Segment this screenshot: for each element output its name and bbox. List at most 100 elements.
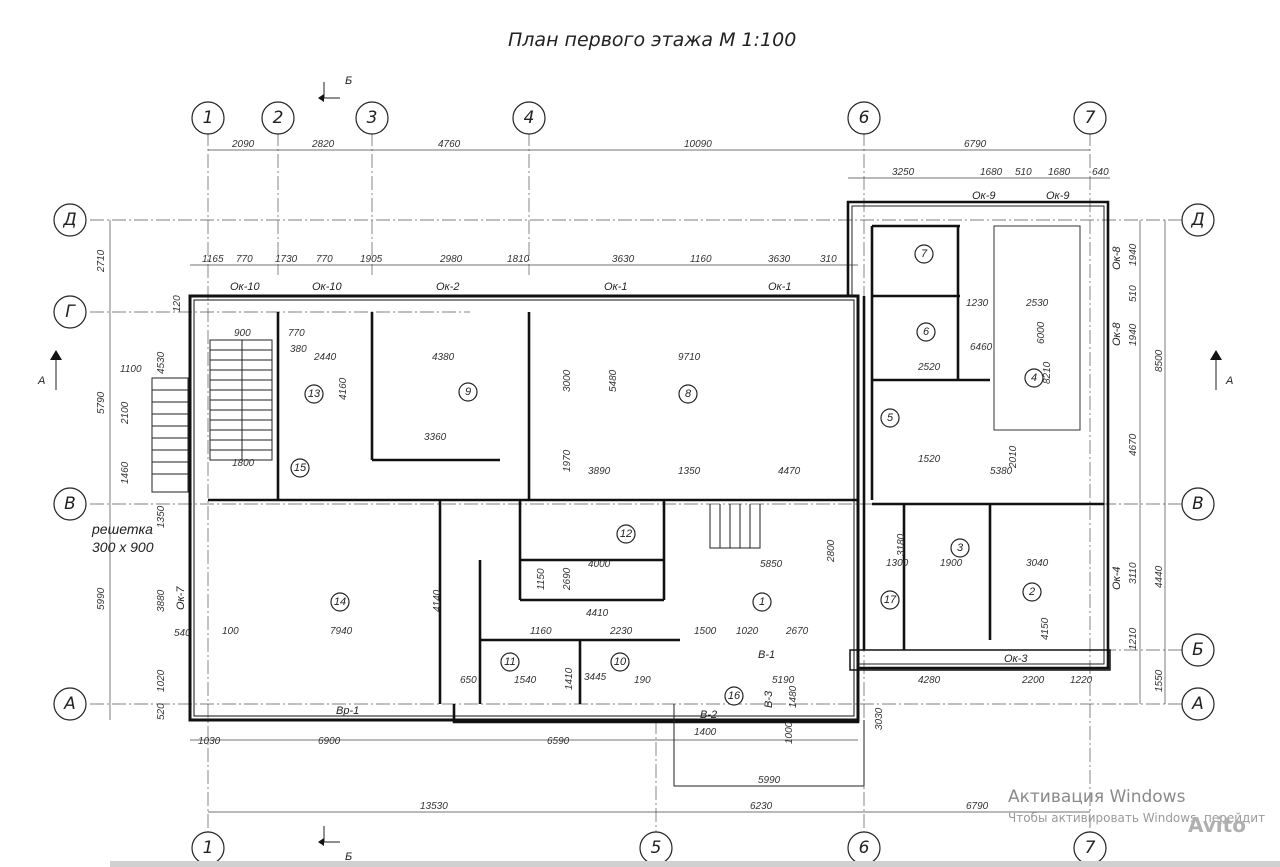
svg-text:5990: 5990 [758, 775, 781, 786]
svg-text:1410: 1410 [564, 667, 575, 690]
svg-text:100: 100 [222, 626, 239, 637]
svg-text:5380: 5380 [990, 466, 1013, 477]
svg-text:6: 6 [923, 326, 930, 338]
svg-text:1030: 1030 [198, 736, 221, 747]
window-label: Ок-10 [312, 281, 343, 293]
room-9: 9 [458, 382, 478, 402]
svg-text:Активация Windows: Активация Windows [1008, 787, 1186, 807]
window-labels: Ок-10 Ок-10 Ок-2 Ок-1 Ок-1 Ок-9 Ок-9 Ок-… [175, 190, 1123, 721]
svg-text:1900: 1900 [940, 558, 963, 569]
svg-text:520: 520 [156, 703, 167, 720]
svg-text:2: 2 [1028, 586, 1035, 598]
svg-text:В: В [64, 494, 76, 514]
room-16: 16 [724, 686, 744, 706]
dimension-labels-top: 2090 2820 4760 10090 6790 3250 1680 510 … [202, 139, 1109, 265]
svg-text:5850: 5850 [760, 559, 783, 570]
svg-text:4140: 4140 [432, 589, 443, 612]
svg-text:4440: 4440 [1154, 565, 1165, 588]
svg-text:310: 310 [820, 254, 837, 265]
section-markers: Б Б А А [37, 75, 1233, 863]
axis-right-v: В [1181, 487, 1215, 521]
svg-text:1970: 1970 [562, 449, 573, 472]
room-13: 13 [304, 384, 324, 404]
svg-text:15: 15 [294, 462, 307, 474]
axis-top-4: 4 [512, 101, 546, 135]
svg-text:7: 7 [1085, 838, 1096, 858]
svg-text:2530: 2530 [1025, 298, 1049, 309]
axis-right-a: А [1181, 687, 1215, 721]
svg-text:6790: 6790 [966, 801, 989, 812]
svg-text:1940: 1940 [1128, 323, 1139, 346]
svg-text:650: 650 [460, 675, 477, 686]
room-7: 7 [914, 244, 934, 264]
section-b-top: Б [345, 75, 352, 87]
svg-text:1: 1 [759, 596, 765, 608]
right-axis-markers: Д В Б А [1181, 203, 1215, 721]
svg-text:3890: 3890 [588, 466, 611, 477]
svg-text:5480: 5480 [608, 369, 619, 392]
room-6: 6 [916, 322, 936, 342]
axis-left-a: А [53, 687, 87, 721]
room-5: 5 [880, 408, 900, 428]
svg-text:1500: 1500 [694, 626, 717, 637]
svg-text:2010: 2010 [1008, 445, 1019, 469]
svg-text:1: 1 [203, 838, 214, 858]
svg-text:1730: 1730 [275, 254, 298, 265]
svg-text:13: 13 [308, 388, 321, 400]
axis-left-d: Д [53, 203, 87, 237]
top-axis-markers: 1 2 3 4 6 7 [191, 101, 1107, 135]
svg-text:4280: 4280 [918, 675, 941, 686]
svg-text:13530: 13530 [420, 801, 448, 812]
horizontal-scrollbar[interactable] [110, 861, 1280, 867]
svg-text:6900: 6900 [318, 736, 341, 747]
svg-text:4: 4 [1031, 372, 1037, 384]
svg-text:1540: 1540 [514, 675, 537, 686]
svg-text:3880: 3880 [156, 589, 167, 612]
svg-text:8210: 8210 [1042, 361, 1053, 384]
axis-left-g: Г [53, 295, 87, 329]
svg-text:3630: 3630 [768, 254, 791, 265]
axis-bottom-5: 5 [639, 831, 673, 865]
svg-text:8500: 8500 [1154, 349, 1165, 372]
svg-text:2520: 2520 [917, 362, 941, 373]
svg-text:900: 900 [234, 328, 251, 339]
window-label: Ок-2 [436, 281, 460, 293]
room-4-outline [993, 225, 1081, 431]
svg-text:6: 6 [859, 838, 870, 858]
svg-text:Д: Д [1190, 210, 1204, 230]
bottom-axis-markers: 1 5 6 7 [191, 831, 1107, 865]
svg-text:6790: 6790 [964, 139, 987, 150]
svg-text:4470: 4470 [778, 466, 801, 477]
svg-text:5990: 5990 [96, 587, 107, 610]
svg-text:1: 1 [203, 108, 214, 128]
grate-label-line2: 300 x 900 [92, 539, 154, 555]
window-label: Ок-8 [1111, 246, 1123, 270]
svg-text:6590: 6590 [547, 736, 570, 747]
svg-text:В: В [1192, 494, 1204, 514]
svg-text:6230: 6230 [750, 801, 773, 812]
svg-text:6460: 6460 [970, 342, 993, 353]
svg-text:2: 2 [273, 108, 284, 128]
svg-text:4760: 4760 [438, 139, 461, 150]
window-label: Ок-1 [604, 281, 628, 293]
svg-text:4: 4 [524, 108, 535, 128]
window-label: Ок-9 [972, 190, 996, 202]
svg-text:2800: 2800 [826, 539, 837, 563]
svg-text:510: 510 [1128, 285, 1139, 302]
axis-bottom-6: 6 [847, 831, 881, 865]
svg-text:1810: 1810 [507, 254, 530, 265]
grate-label-line1: решетка [91, 521, 153, 537]
svg-text:3630: 3630 [612, 254, 635, 265]
svg-text:4150: 4150 [1040, 617, 1051, 640]
svg-text:2090: 2090 [231, 139, 255, 150]
svg-text:3360: 3360 [424, 432, 447, 443]
svg-text:1680: 1680 [1048, 167, 1071, 178]
svg-text:2980: 2980 [439, 254, 463, 265]
svg-text:3: 3 [957, 542, 964, 554]
svg-text:770: 770 [316, 254, 333, 265]
svg-text:9710: 9710 [678, 352, 701, 363]
svg-text:6000: 6000 [1036, 321, 1047, 344]
svg-text:2200: 2200 [1021, 675, 1045, 686]
window-label: Ок-4 [1111, 566, 1123, 590]
left-axis-markers: Д Г В А [53, 203, 87, 721]
